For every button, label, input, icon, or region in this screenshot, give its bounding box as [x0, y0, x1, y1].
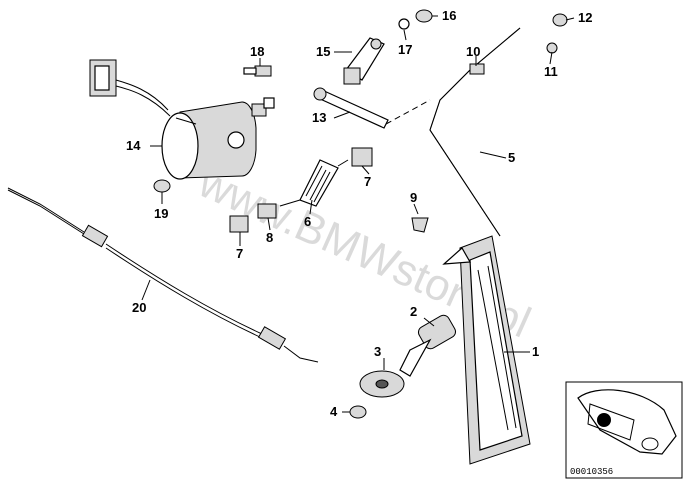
- callout-17: 17: [398, 42, 412, 57]
- callout-12: 12: [578, 10, 592, 25]
- callout-7b: 7: [236, 246, 243, 261]
- part-stopper-2: [399, 314, 457, 377]
- axis-line: [385, 99, 431, 125]
- callout-2: 2: [410, 304, 417, 319]
- callout-14: 14: [126, 138, 141, 153]
- part-nut-12: [552, 13, 568, 27]
- callout-6: 6: [304, 214, 311, 229]
- part-nut-4: [349, 405, 367, 419]
- part-pedal-arm-5: [429, 27, 521, 237]
- part-bracket-15: [343, 37, 385, 85]
- part-actuator-motor: [89, 59, 275, 180]
- callout-9: 9: [410, 190, 417, 205]
- callout-8: 8: [266, 230, 273, 245]
- callout-3: 3: [374, 344, 381, 359]
- callout-10: 10: [466, 44, 480, 59]
- part-screw-10: [469, 63, 485, 75]
- part-rod-13: [313, 87, 389, 129]
- callout-18: 18: [250, 44, 264, 59]
- car-location-inset: 00010356: [565, 381, 683, 479]
- callout-13: 13: [312, 110, 326, 125]
- callout-labels: 1 2 3 4 5 6 7 7 8 9 10 11 12 13 14 15 16…: [126, 8, 592, 419]
- callout-4: 4: [330, 404, 338, 419]
- part-bushing-7b: [229, 215, 249, 233]
- part-pedal-1: [442, 235, 531, 465]
- callout-19: 19: [154, 206, 168, 221]
- part-nut-16: [415, 9, 433, 23]
- callout-15: 15: [316, 44, 330, 59]
- callout-20: 20: [132, 300, 146, 315]
- part-spring-6: [279, 159, 349, 207]
- callout-16: 16: [442, 8, 456, 23]
- callout-1: 1: [532, 344, 539, 359]
- callout-11: 11: [544, 64, 558, 79]
- part-nut-19: [153, 179, 171, 193]
- leader-lines: [141, 15, 575, 413]
- part-washer-17: [398, 18, 410, 30]
- part-bushing-8: [257, 203, 277, 219]
- part-screw-18: [243, 65, 272, 77]
- location-dot: [597, 413, 611, 427]
- diagram-code: 00010356: [570, 467, 613, 477]
- part-cable-20: [7, 187, 319, 363]
- callout-7a: 7: [364, 174, 371, 189]
- callout-5: 5: [508, 150, 515, 165]
- part-nut-11: [546, 42, 558, 54]
- part-bushing-7a: [351, 147, 373, 167]
- part-clip-9: [411, 217, 429, 233]
